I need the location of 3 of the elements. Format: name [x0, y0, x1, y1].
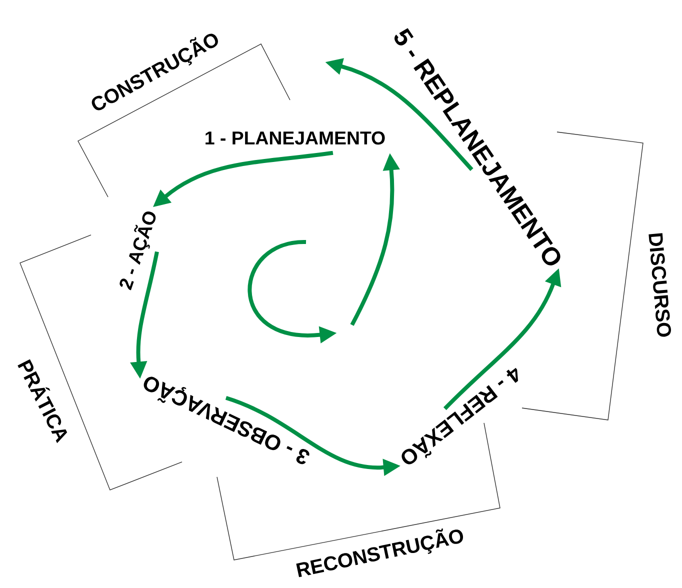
bracket-label: DISCURSO [648, 233, 671, 337]
stage-label: 1 - PLANEJAMENTO [206, 131, 385, 145]
stage-label: 2 - AÇÃO [120, 212, 156, 290]
